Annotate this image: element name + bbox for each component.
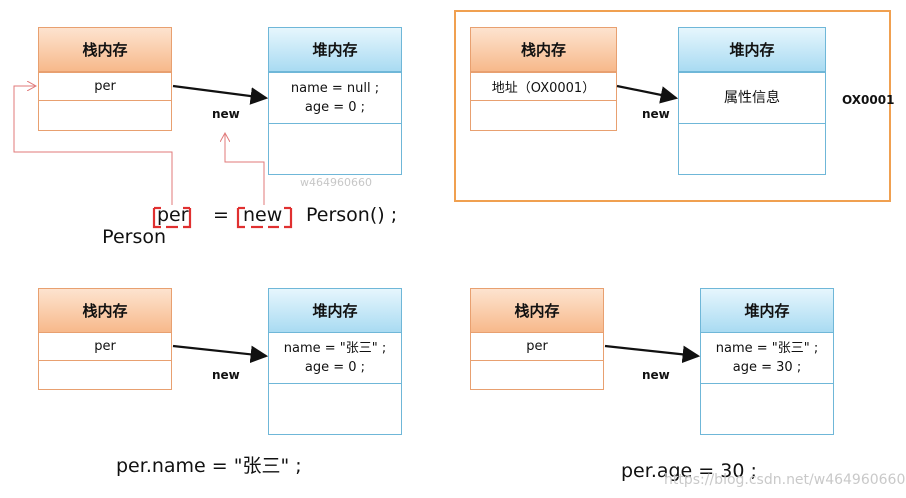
heap-title: 堆内存	[312, 41, 358, 59]
heap-cell-attributes: 属性信息	[678, 72, 826, 124]
reference-arrow	[616, 84, 679, 104]
heap-memory-header: 堆内存	[700, 288, 834, 333]
stack-cell-empty	[470, 360, 604, 390]
heap-line-name: name = "张三" ;	[283, 341, 387, 356]
heap-memory-header: 堆内存	[678, 27, 826, 72]
stack-var: per	[94, 339, 116, 354]
code-new: new	[243, 204, 283, 226]
stack-var: per	[526, 339, 548, 354]
new-label: new	[642, 107, 670, 121]
heap-line-attributes: 属性信息	[724, 89, 780, 106]
heap-title: 堆内存	[729, 41, 775, 59]
stack-cell-empty	[38, 100, 172, 131]
code-line: per.name = "张三" ;	[116, 455, 302, 477]
stack-var: per	[94, 79, 116, 94]
stack-title: 栈内存	[82, 302, 128, 320]
stack-cell-address: 地址（OX0001）	[470, 72, 617, 101]
per-highlight-bracket	[152, 206, 192, 229]
address-label: OX0001	[842, 93, 895, 107]
heap-title: 堆内存	[312, 302, 358, 320]
stack-memory-header: 栈内存	[470, 288, 604, 333]
new-highlight-bracket	[236, 206, 293, 229]
stack-cell-empty	[470, 100, 617, 131]
code-person: Person	[102, 226, 167, 248]
heap-cell-attributes: name = "张三" ; age = 30 ;	[700, 332, 834, 384]
heap-title: 堆内存	[744, 302, 790, 320]
new-label: new	[212, 368, 240, 382]
reference-arrow	[172, 344, 269, 364]
heap-line-name: name = null ;	[290, 81, 380, 96]
code-line: Person	[78, 204, 166, 270]
stack-cell-empty	[38, 360, 172, 390]
heap-cell-attributes: name = "张三" ; age = 0 ;	[268, 332, 402, 384]
watermark: https://blog.csdn.net/w464960660	[664, 472, 906, 488]
code-equals: =	[213, 204, 229, 226]
heap-line-age: age = 30 ;	[732, 360, 802, 375]
heap-cell-empty	[268, 123, 402, 175]
stack-memory-header: 栈内存	[470, 27, 617, 72]
new-label: new	[642, 368, 670, 382]
stack-var: 地址（OX0001）	[491, 81, 596, 96]
stack-title: 栈内存	[514, 302, 560, 320]
heap-line-age: age = 0 ;	[304, 100, 366, 115]
watermark: w464960660	[300, 176, 372, 189]
new-label: new	[212, 107, 240, 121]
stack-title: 栈内存	[520, 41, 566, 59]
heap-memory-header: 堆内存	[268, 27, 402, 72]
heap-line-name: name = "张三" ;	[715, 341, 819, 356]
reference-arrow	[604, 344, 701, 364]
code-line: per.age = 30 ;	[621, 460, 757, 482]
heap-line-age: age = 0 ;	[304, 360, 366, 375]
highlight-frame	[454, 10, 891, 202]
new-annotation-connector	[225, 133, 265, 205]
stack-title: 栈内存	[82, 41, 128, 59]
heap-cell-empty	[268, 383, 402, 435]
code-per: per	[157, 204, 189, 226]
stack-memory-header: 栈内存	[38, 27, 172, 72]
heap-memory-header: 堆内存	[268, 288, 402, 333]
heap-cell-empty	[678, 123, 826, 175]
per-annotation-connector	[13, 86, 173, 205]
reference-arrow	[172, 84, 269, 105]
heap-cell-empty	[700, 383, 834, 435]
code-person-ctor: Person() ;	[306, 204, 398, 226]
